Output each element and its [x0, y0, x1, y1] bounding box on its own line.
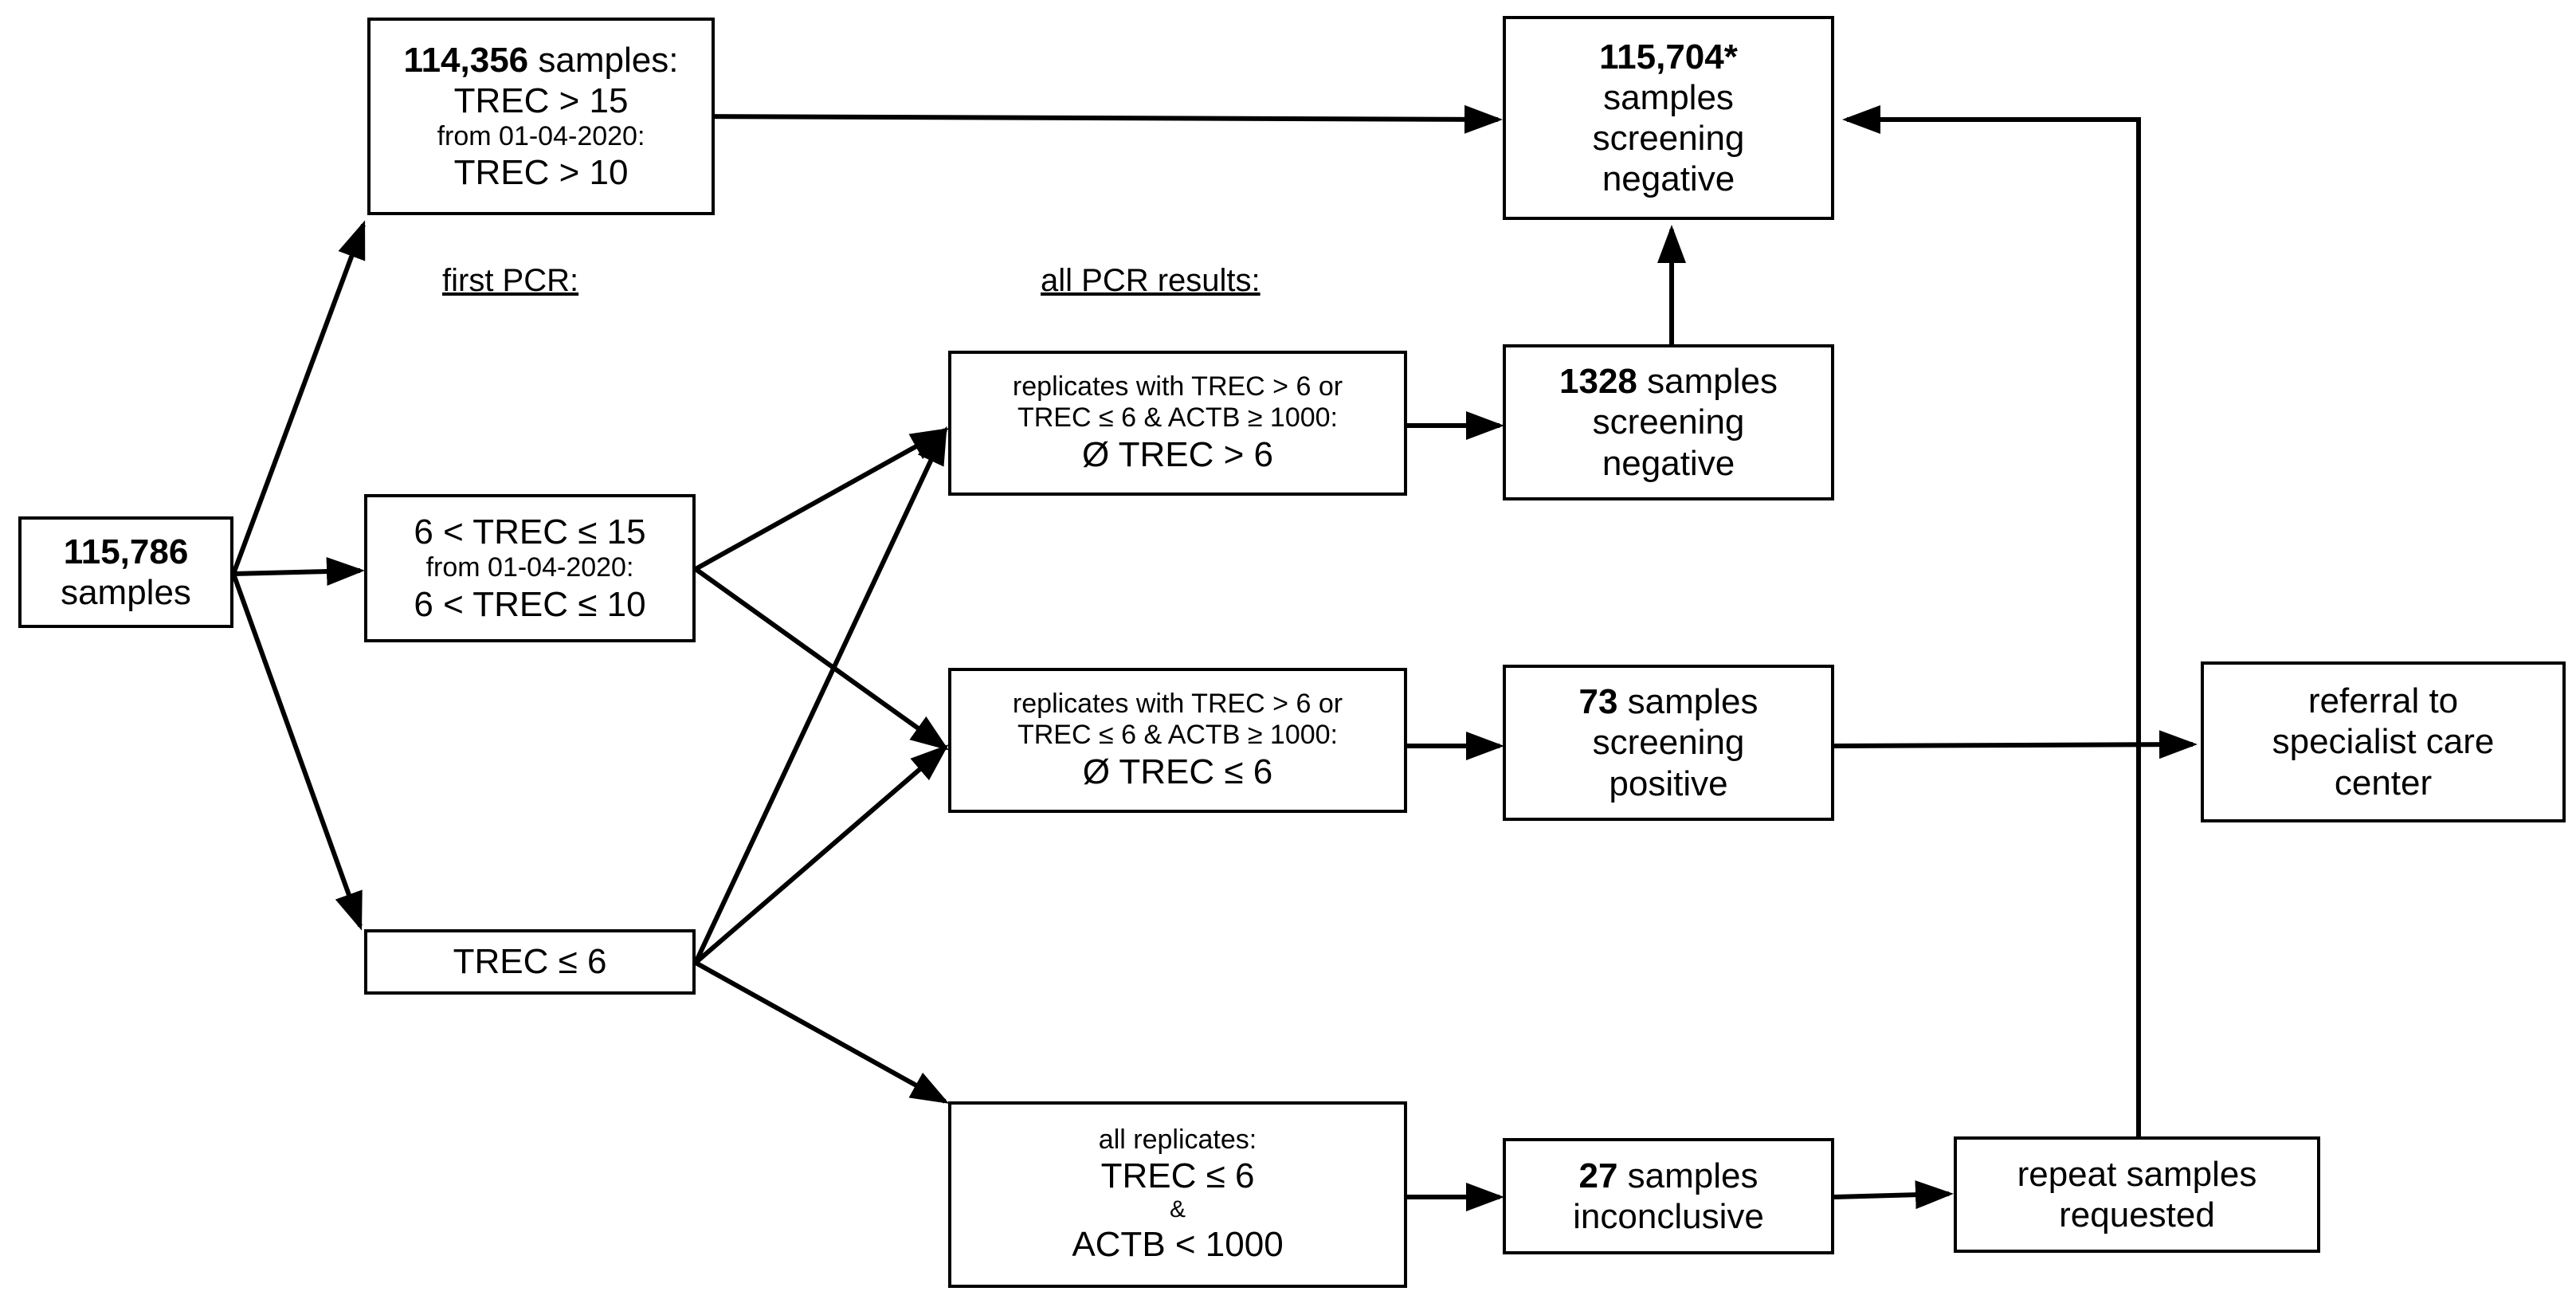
arrow-mid-to-reppos [694, 567, 949, 751]
negtotal-line3: screening [1592, 119, 1745, 158]
repeat-line2: requested [2059, 1195, 2215, 1234]
mid-line1: 6 < TREC ≤ 15 [414, 512, 646, 552]
referral-line2: specialist care [2272, 722, 2495, 762]
node-trec-low: TREC ≤ 6 [364, 929, 696, 995]
node-repeat-samples: repeat samples requested [1954, 1136, 2320, 1253]
high-count: 114,356 [403, 40, 529, 80]
arrow-total-to-mid [233, 557, 365, 587]
inc27-line2: inconclusive [1573, 1197, 1764, 1236]
high-line2: TREC > 15 [453, 80, 629, 120]
reppos-line2: TREC ≤ 6 & ACTB ≥ 1000: [1017, 720, 1339, 751]
pos73-line3: positive [1609, 763, 1728, 803]
node-27-inconclusive: 27 samples inconclusive [1503, 1138, 1834, 1254]
arrow-high-to-negtotal [695, 104, 1503, 134]
arrow-total-to-low [231, 572, 363, 931]
repneg-line3: Ø TREC > 6 [1081, 434, 1274, 474]
inc27-count: 27 [1578, 1156, 1618, 1195]
pos73-suffix: samples [1617, 682, 1759, 722]
arrow-27-to-repeat [1833, 1180, 1954, 1210]
repall-line1: all replicates: [1098, 1124, 1257, 1155]
neg1328-suffix: samples [1637, 362, 1778, 402]
neg1328-count: 1328 [1559, 362, 1637, 402]
reppos-line1: replicates with TREC > 6 or [1012, 689, 1343, 720]
arrow-low-to-repneg [693, 426, 947, 964]
negtotal-count: 115,704* [1599, 37, 1738, 77]
node-replicates-negative: replicates with TREC > 6 or TREC ≤ 6 & A… [948, 351, 1407, 496]
high-suffix: samples: [528, 40, 679, 80]
repall-line3: & [1169, 1196, 1186, 1223]
repneg-line1: replicates with TREC > 6 or [1012, 371, 1343, 402]
repall-line4: ACTB < 1000 [1072, 1225, 1284, 1265]
neg1328-line3: negative [1602, 443, 1735, 483]
arrow-total-to-high [231, 220, 366, 575]
node-replicates-positive: replicates with TREC > 6 or TREC ≤ 6 & A… [948, 668, 1407, 813]
negtotal-line2: samples [1603, 77, 1734, 117]
high-line4: TREC > 10 [453, 153, 629, 193]
negtotal-line4: negative [1602, 159, 1735, 199]
pos73-count: 73 [1578, 682, 1618, 722]
label-all-pcr-results: all PCR results: [1041, 263, 1261, 298]
node-referral: referral to specialist care center [2201, 661, 2566, 822]
referral-line3: center [2334, 763, 2433, 803]
node-73-positive: 73 samples screening positive [1503, 665, 1834, 821]
repneg-line2: TREC ≤ 6 & ACTB ≥ 1000: [1017, 402, 1339, 434]
label-first-pcr: first PCR: [442, 263, 579, 298]
inc27-suffix: samples [1617, 1156, 1759, 1195]
node-trec-mid: 6 < TREC ≤ 15 from 01-04-2020: 6 < TREC … [364, 494, 696, 642]
node-1328-negative: 1328 samples screening negative [1503, 344, 1834, 500]
high-line3: from 01-04-2020: [437, 120, 645, 151]
low-line1: TREC ≤ 6 [453, 942, 607, 982]
repall-line2: TREC ≤ 6 [1100, 1156, 1255, 1196]
arrow-repeat-to-negtotal [1842, 105, 2141, 1138]
node-screening-negative-total: 115,704* samples screening negative [1503, 16, 1834, 220]
neg1328-line2: screening [1592, 402, 1745, 442]
arrow-low-to-reppos [694, 744, 949, 965]
node-trec-high: 114,356 samples: TREC > 15 from 01-04-20… [367, 18, 715, 215]
total-text: samples [61, 573, 191, 612]
total-count: 115,786 [63, 532, 189, 571]
node-all-replicates: all replicates: TREC ≤ 6 & ACTB < 1000 [948, 1101, 1407, 1288]
reppos-line3: Ø TREC ≤ 6 [1082, 752, 1273, 791]
repeat-line1: repeat samples [2017, 1154, 2257, 1194]
arrow-low-to-repall [694, 960, 950, 1104]
mid-line2: from 01-04-2020: [425, 552, 634, 583]
arrow-73-to-referral [1833, 730, 2198, 759]
node-total-samples: 115,786 samples [18, 516, 233, 628]
mid-line3: 6 < TREC ≤ 10 [414, 584, 646, 624]
referral-line1: referral to [2307, 681, 2459, 721]
pos73-line2: screening [1592, 723, 1745, 763]
arrow-mid-to-repneg [694, 428, 950, 571]
